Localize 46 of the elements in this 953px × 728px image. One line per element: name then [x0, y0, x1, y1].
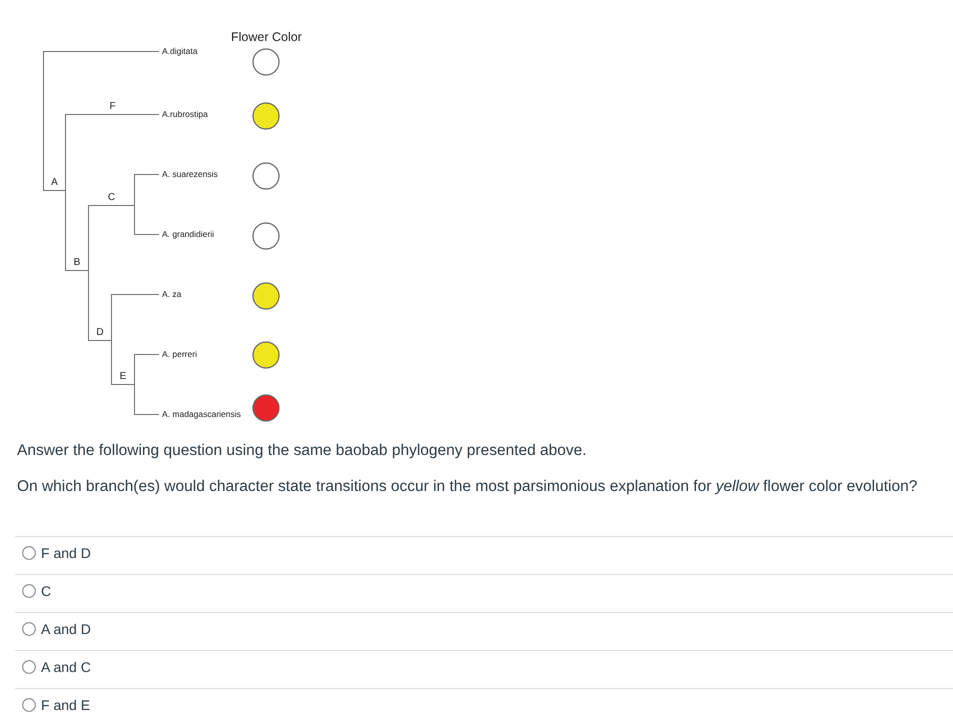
tree-branch-line [112, 294, 160, 295]
tree-branch-line [112, 384, 134, 385]
question-text: On which branch(es) would character state transitions occur in the most parsimonious explanation for yellow flower color evolution? [17, 478, 918, 496]
branch-label: A [51, 177, 58, 188]
tree-branch-line [44, 51, 160, 52]
species-name: A.rubrostipa [162, 109, 208, 119]
tree-branch-line [134, 354, 160, 355]
tree-node-line [88, 205, 89, 341]
trait-circle [252, 282, 280, 310]
answer-option: F and E [41, 696, 90, 714]
tree-node-line [134, 174, 135, 235]
species-name: A. perreri [162, 349, 197, 359]
trait-circle [252, 222, 280, 250]
tree-branch-line [134, 414, 160, 415]
branch-label: B [74, 257, 80, 268]
tree-branch-line [88, 340, 112, 341]
column-heading: Flower Color [231, 30, 302, 45]
species-name: A. grandidierii [162, 229, 214, 239]
trait-circle [252, 394, 280, 422]
species-name: A. za [162, 289, 182, 299]
trait-circle [252, 162, 280, 190]
tree-branch-line [66, 114, 160, 115]
trait-circle [252, 48, 280, 76]
tree-branch-line [44, 190, 66, 191]
branch-label: C [108, 192, 116, 203]
tree-branch-line [88, 205, 134, 206]
branch-label: F [109, 101, 116, 112]
tree-node-line [111, 294, 112, 385]
tree-branch-line [134, 174, 160, 175]
tree-branch-line [66, 270, 88, 271]
answer-option: C [41, 582, 52, 600]
answer-option: A and C [41, 658, 91, 676]
tree-node-line [43, 51, 44, 191]
species-name: A. suarezensis [162, 169, 218, 179]
species-name: A. madagascariensis [162, 409, 241, 419]
species-name: A.digitata [162, 46, 198, 56]
answer-option: A and D [41, 620, 91, 638]
tree-node-line [134, 354, 135, 415]
branch-label: E [120, 371, 126, 382]
tree-branch-line [134, 234, 160, 235]
answer-option: F and D [41, 544, 91, 562]
trait-circle [252, 102, 280, 130]
tree-node-line [65, 114, 66, 271]
question-text: Answer the following question using the same baobab phylogeny presented above. [17, 442, 587, 460]
trait-circle [252, 341, 280, 369]
branch-label: D [96, 327, 104, 338]
